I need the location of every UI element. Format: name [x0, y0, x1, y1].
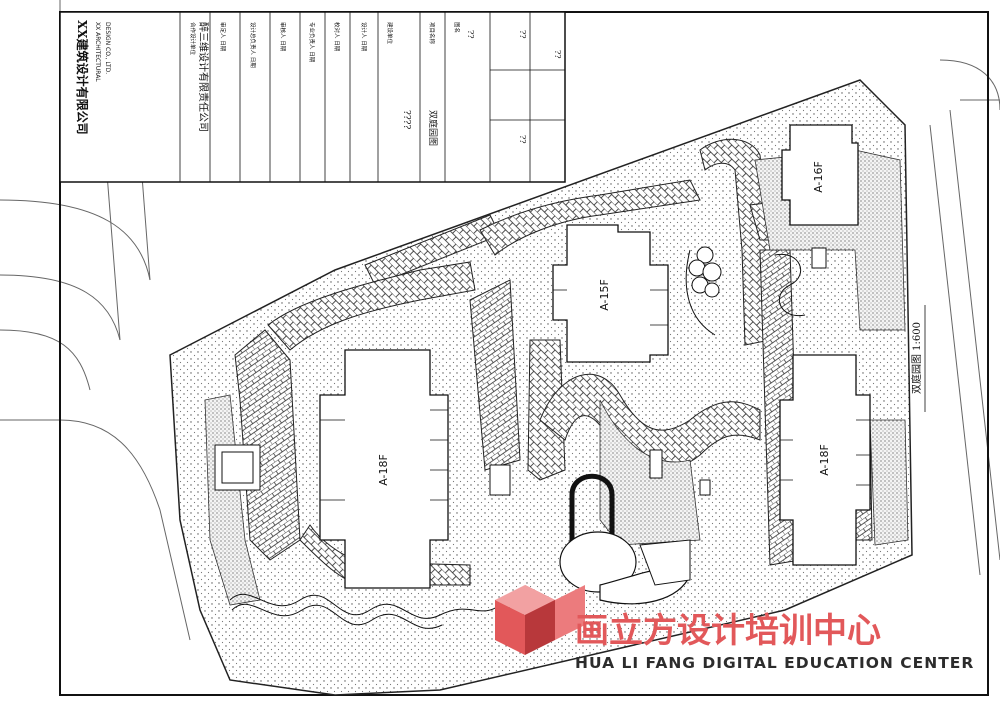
- field-label: 专业负责人 日期: [308, 22, 316, 63]
- site-features: [214, 246, 827, 496]
- field-label: 项目名称: [428, 22, 436, 45]
- field-label: 审核人 日期: [279, 22, 287, 52]
- small-value: ??: [518, 30, 527, 39]
- field-label: 建设单位: [386, 22, 394, 45]
- central-plaza: [559, 531, 691, 605]
- small-value: ??: [518, 135, 527, 144]
- building-a15f: [552, 224, 669, 363]
- oval-track: [569, 473, 615, 543]
- company-name-en: DESIGN CO., LTD.: [104, 22, 111, 74]
- company-name-en: XX ARCHITECTURAL: [94, 22, 101, 82]
- drawing-name: 双庭园图: [427, 110, 439, 146]
- field-label: 图名: [453, 22, 461, 33]
- building-label: A-16F: [812, 161, 825, 193]
- partner-company: 醉三维设计有限责任公司: [197, 22, 210, 132]
- curved-walk: [229, 249, 806, 629]
- svg-text:画立方设计培训中心: 画立方设计培训中心: [575, 611, 881, 651]
- cube-logo-icon: [495, 585, 585, 655]
- title-block: XX建筑设计有限公司 XX ARCHITECTURAL DESIGN CO., …: [59, 11, 566, 183]
- drawing-title: 双庭园图 1:600: [910, 305, 926, 412]
- watermark: 画立方设计培训中心 HUA LI FANG DIGITAL EDUCATION …: [495, 585, 974, 672]
- field-label: 设计人 日期: [360, 22, 368, 52]
- field-label: 校对人 日期: [333, 22, 341, 52]
- svg-text:双庭园图 1:600: 双庭园图 1:600: [910, 322, 923, 394]
- field-label: 合作设计单位: [189, 22, 197, 56]
- small-value: ??: [553, 50, 562, 59]
- field-label: 审定人 日期: [219, 22, 227, 52]
- svg-text:HUA LI FANG DIGITAL EDUCATION: HUA LI FANG DIGITAL EDUCATION CENTER: [575, 654, 974, 672]
- building-a18f-west: [319, 349, 449, 589]
- building-label: A-18F: [818, 444, 831, 476]
- building-label: A-15F: [598, 279, 611, 311]
- small-value: ??: [466, 30, 475, 39]
- building-a18f-east: [779, 354, 871, 566]
- building-label: A-18F: [377, 454, 390, 486]
- project-name: ????: [401, 110, 411, 129]
- field-label: 设计总负责人 日期: [249, 22, 257, 68]
- building-a16f: [781, 124, 859, 226]
- company-name-cn: XX建筑设计有限公司: [75, 20, 90, 135]
